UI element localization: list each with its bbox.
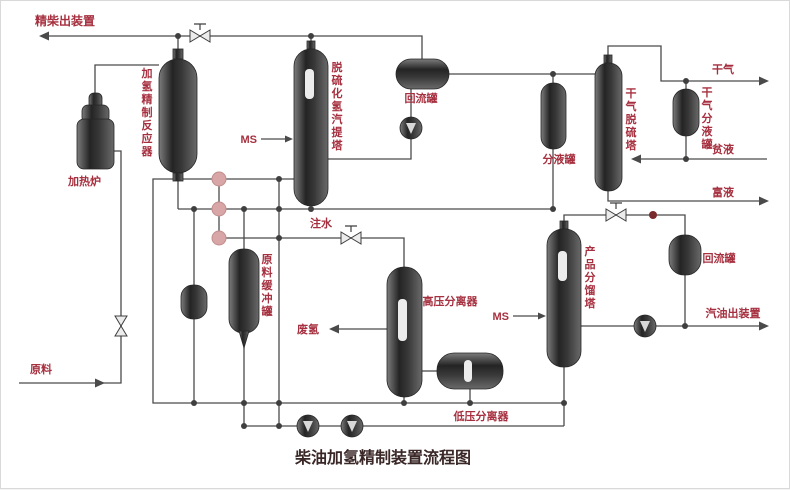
feed-buffer-drum-label: 原料缓冲罐 [261,253,274,318]
ms-1-label: MS [241,134,258,146]
furnace-label: 加热炉 [67,174,101,188]
reflux-drum-2-vessel [668,234,702,276]
dry-gas-label: 干气 [712,62,734,76]
lp-separator-vessel [436,352,504,390]
h2s-stripper-column [293,40,329,207]
lp-separator-label: 低压分离器 [453,409,510,423]
fractionator-label: 产品分馏塔 [585,244,597,310]
waste-hydrogen-label: 废氢 [297,322,319,336]
arrow-feed [95,378,105,388]
junction-dot-pink-3 [211,230,227,246]
junction-dot-red [649,211,657,219]
overhead-valve-fractionator [605,202,627,222]
arrow-lean-solution [631,154,641,164]
feed-buffer-drum-vessel [228,248,260,350]
bottoms-pump-1 [296,414,320,438]
reactor-vessel [158,48,198,182]
hp-separator-label: 高压分离器 [423,294,479,308]
separator-drum-vessel [540,82,567,150]
feed-valve [114,315,128,337]
furnace-vessel [76,92,115,170]
refined-diesel-out-label: 精柴出装置 [35,13,95,28]
control-valve-top [189,23,211,43]
junction-dots [175,33,689,429]
feed-label: 原料 [30,362,52,376]
junction-dot-pink-2 [211,201,227,217]
flow-arrows [39,31,769,388]
valves [114,23,627,337]
reflux-pump-2 [633,314,657,338]
arrow-dry-gas [759,76,769,86]
separator-drum-label: 分液罐 [543,152,576,166]
gasoline-out-label: 汽油出装置 [706,306,761,320]
hp-separator-vessel [386,266,423,398]
small-drum-vessel [180,284,208,320]
rich-solution-label: 富液 [712,185,735,199]
arrow-gasoline-out [759,321,769,331]
reflux-drum-1-vessel [395,58,450,90]
arrow-ms-1 [285,135,293,143]
water-injection-label: 注水 [310,216,333,230]
junction-dot-pink-1 [211,171,227,187]
dry-gas-tower-label: 干气脱硫塔 [625,87,638,152]
diagram-title: 柴油加氢精制装置流程图 [294,448,471,467]
pumps [296,116,657,438]
arrow-waste-hydrogen [329,324,339,334]
h2s-stripper-label: 脱硫化氢汽提塔 [332,60,344,152]
reflux-drum-2-label: 回流罐 [703,251,736,265]
labels: 精柴出装置 加热炉 加氢精制反应器 脱硫化氢汽提塔 MS 回流罐 分液罐 干气脱… [30,13,761,467]
arrow-ms-2 [538,312,546,320]
lean-solution-label: 贫液 [712,142,735,156]
reflux-drum-1-label: 回流罐 [405,91,438,105]
ms-2-label: MS [493,311,510,323]
bottoms-pump-2 [340,414,364,438]
reactor-label: 加氢精制反应器 [141,66,154,158]
arrow-rich-solution [759,196,769,206]
reflux-pump-1 [399,116,423,140]
dry-gas-separator-drum-label: 干气分液罐 [701,86,714,151]
dry-gas-separator-drum-vessel [672,88,700,137]
water-injection-valve [340,225,362,245]
dry-gas-tower-column [594,54,623,192]
fractionator-column [546,220,582,368]
arrow-refined-diesel-out [39,31,49,41]
